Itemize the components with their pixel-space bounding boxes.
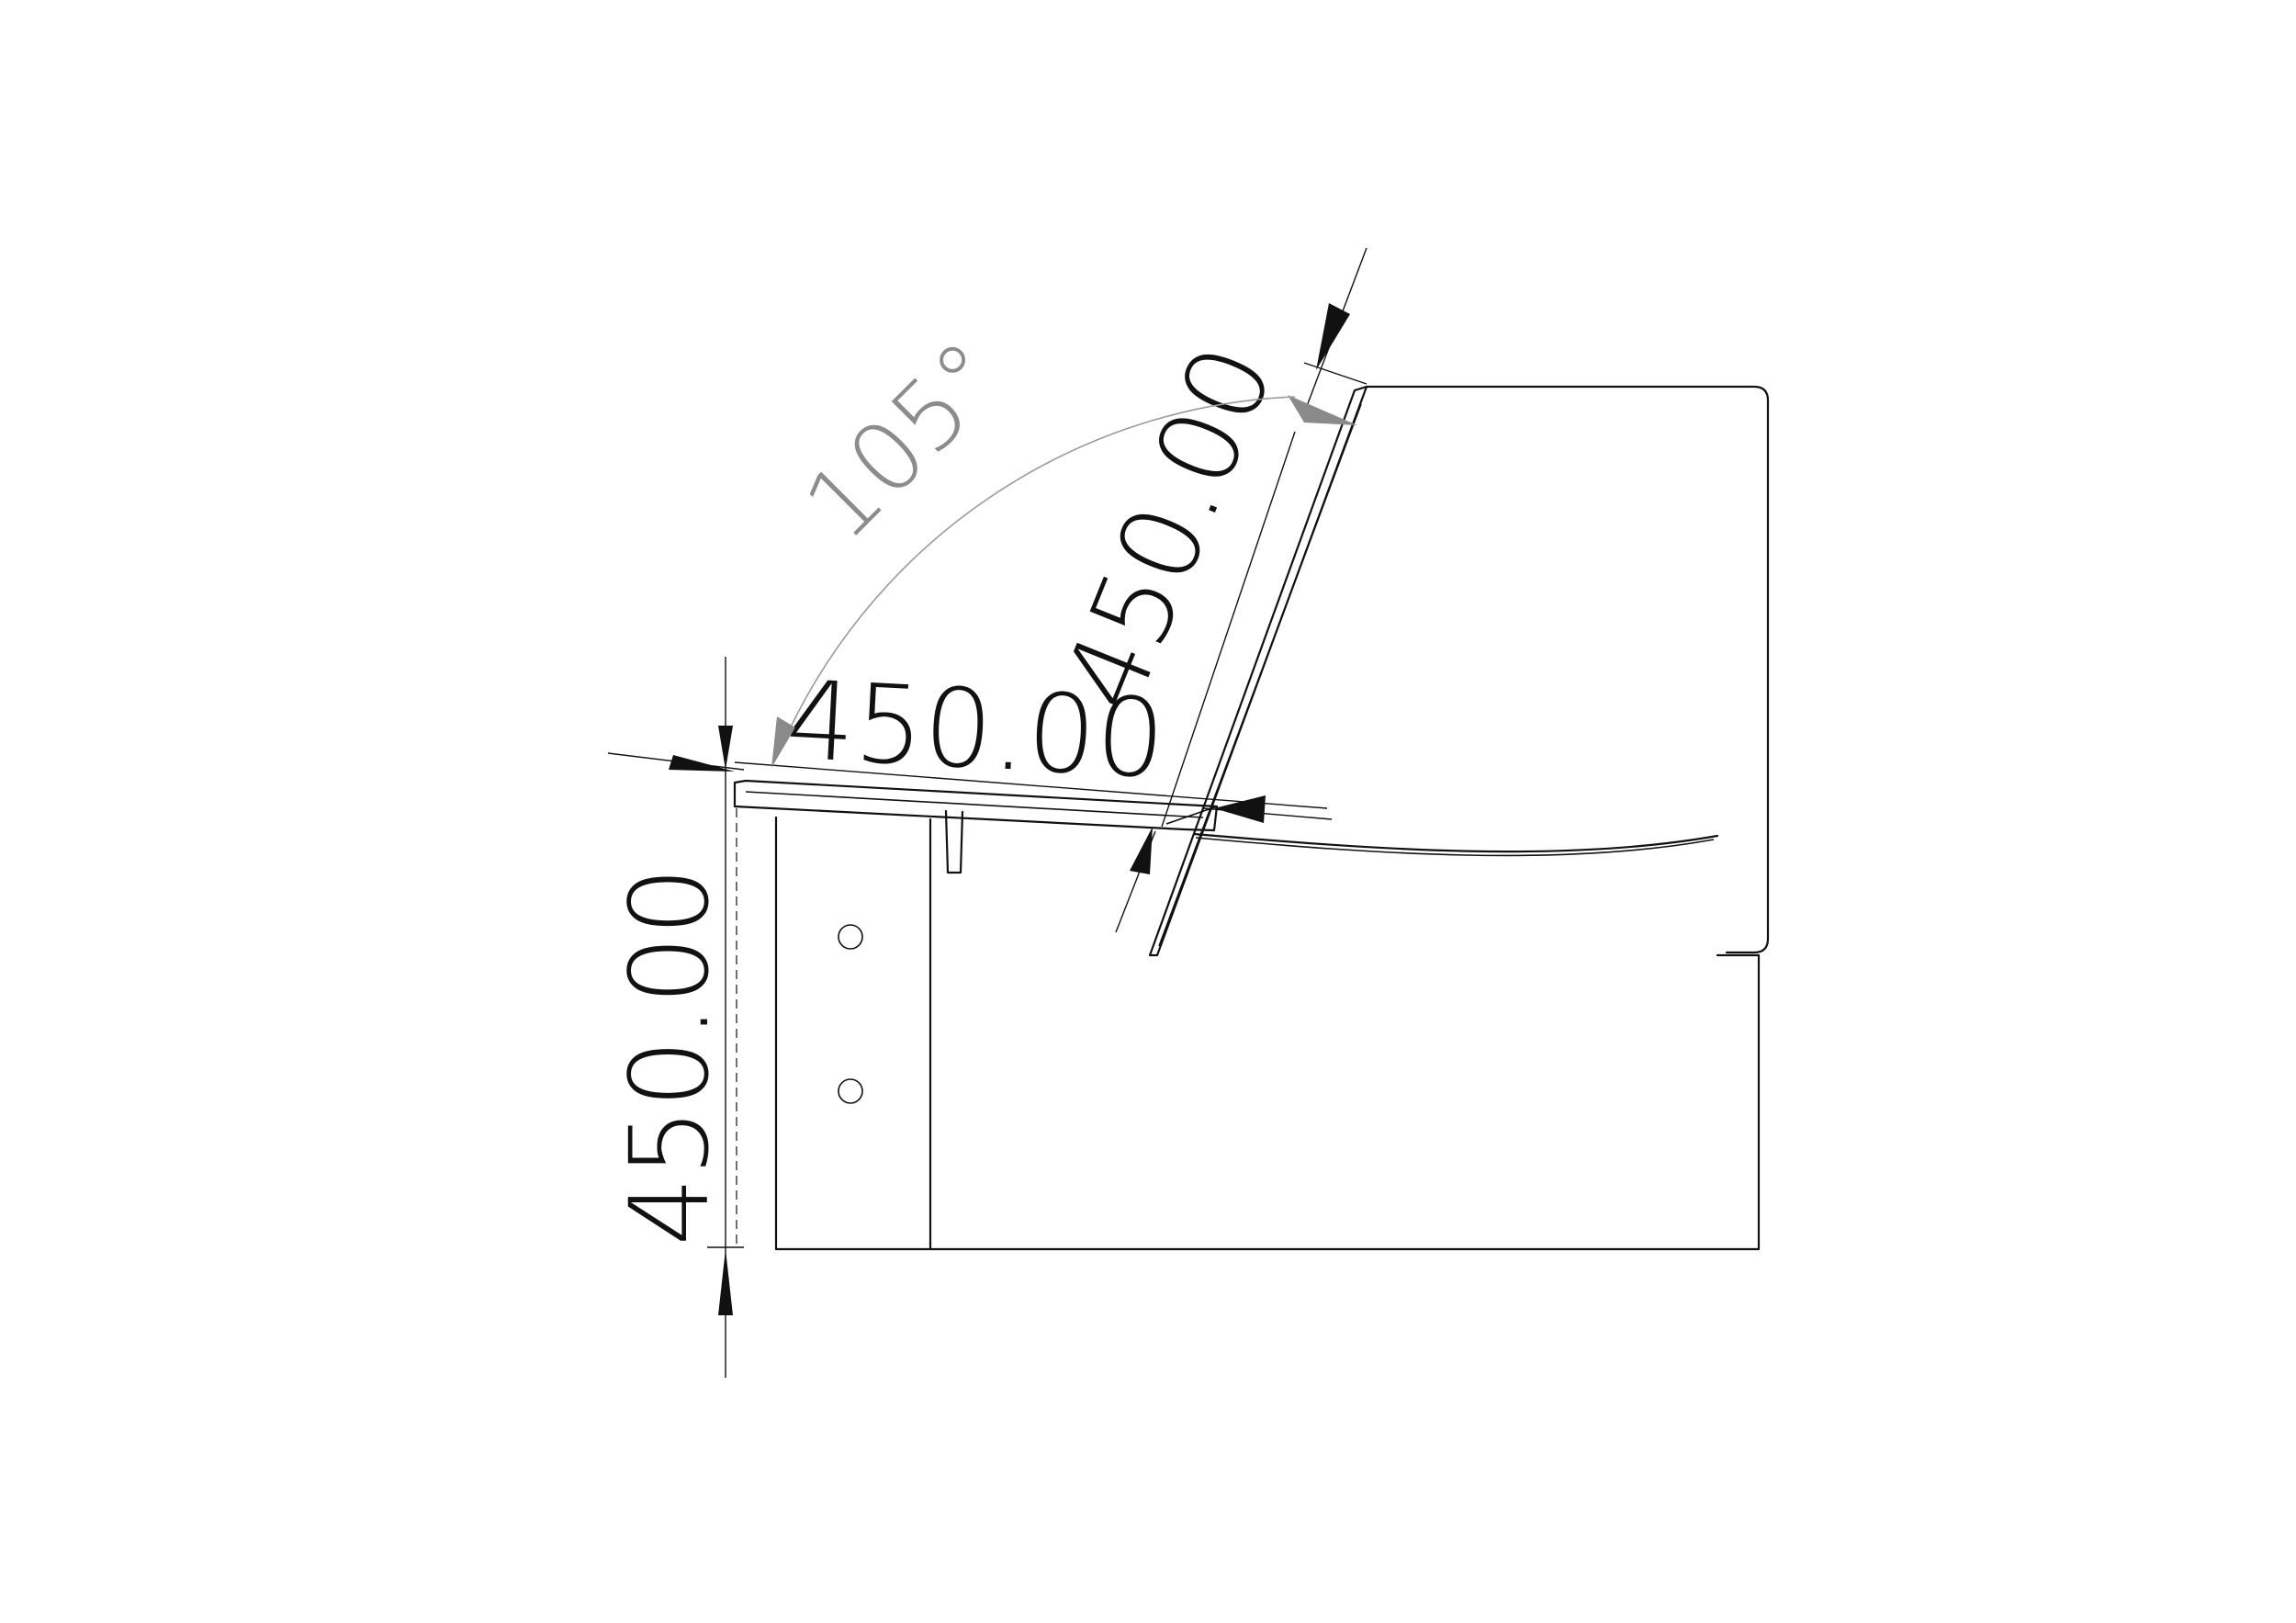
mounting-hole-lower (838, 1078, 863, 1104)
dimension-arrow-inclined (1316, 303, 1350, 370)
angle-arrow-left (771, 716, 795, 768)
dimension-arrow-top (718, 726, 733, 770)
dimension-arrow-right (1214, 795, 1266, 823)
inclined-panel (1148, 385, 1368, 957)
angle-label: 105° (783, 320, 1025, 561)
rear-panel (1365, 385, 1770, 957)
mounting-hole-upper (838, 924, 863, 950)
inclined-dimension-label: 450.00 (1039, 328, 1299, 727)
main-body (774, 816, 1761, 1251)
horizontal-panel (733, 779, 1219, 874)
horizontal-dimension: 450.00 (734, 656, 1333, 933)
curve-profile (1192, 832, 1719, 857)
dimension-arrow-bottom (718, 1249, 733, 1315)
vertical-dimension: 450.00 (606, 657, 745, 1378)
horizontal-dimension-label: 450.00 (782, 656, 1168, 802)
vertical-dimension-label: 450.00 (606, 867, 733, 1246)
